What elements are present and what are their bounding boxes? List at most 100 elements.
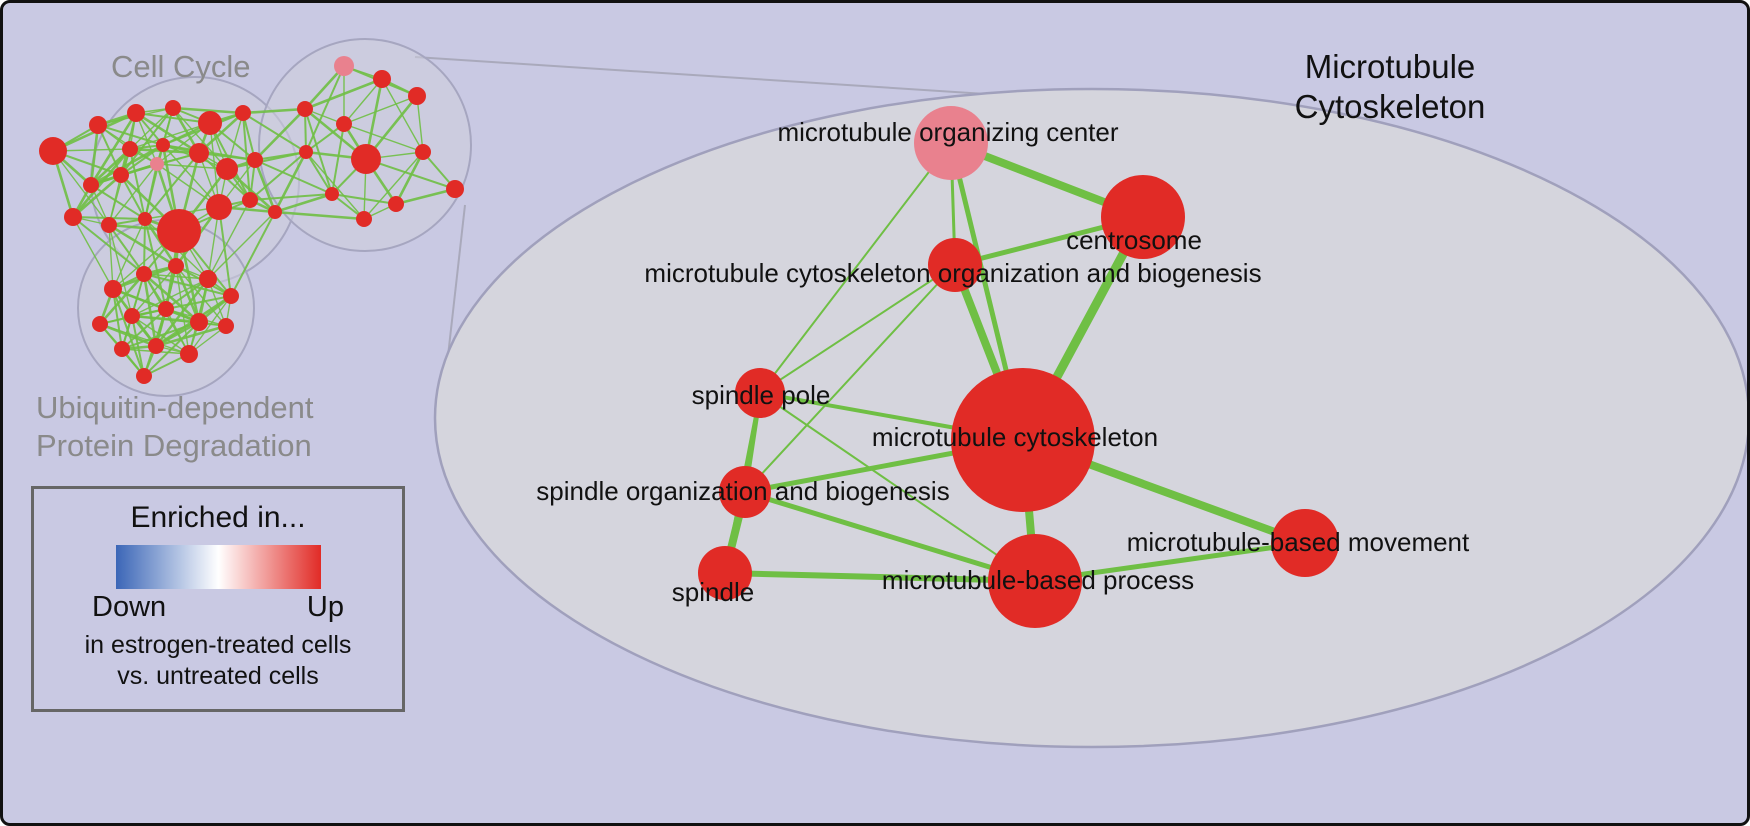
overview-node[interactable]	[325, 187, 339, 201]
overview-edge	[242, 112, 256, 161]
overview-node[interactable]	[158, 301, 174, 317]
overview-edge	[156, 163, 228, 170]
overview-node[interactable]	[446, 180, 464, 198]
overview-node[interactable]	[39, 137, 67, 165]
overview-edge	[207, 199, 251, 280]
overview-node[interactable]	[124, 308, 140, 324]
node-spindle[interactable]	[698, 546, 752, 600]
zoom-ellipse	[433, 87, 1747, 749]
overview-node[interactable]	[168, 258, 184, 274]
overview-edge	[242, 107, 306, 115]
overview-edge	[395, 187, 456, 206]
overview-edge	[416, 95, 424, 153]
zoom-edge	[744, 264, 956, 493]
overview-node[interactable]	[351, 144, 381, 174]
overview-node[interactable]	[150, 157, 164, 171]
overview-edge	[143, 321, 200, 377]
node-microtubule-organizing-center[interactable]	[914, 106, 988, 180]
overview-node[interactable]	[297, 101, 313, 117]
overview-node[interactable]	[198, 111, 222, 135]
overview-edge	[394, 151, 425, 205]
node-microtubule-based-process[interactable]	[988, 534, 1082, 628]
overview-edge	[108, 224, 114, 290]
overview-node[interactable]	[235, 105, 251, 121]
node-microtubule-cytoskeleton-organization-and-biogenesis[interactable]	[928, 238, 982, 292]
overview-node[interactable]	[334, 56, 354, 76]
overview-edge	[90, 143, 164, 187]
overview-node[interactable]	[336, 116, 352, 132]
overview-edge	[172, 106, 244, 115]
overview-node[interactable]	[114, 341, 130, 357]
node-centrosome[interactable]	[1101, 175, 1185, 259]
overview-node[interactable]	[122, 141, 138, 157]
overview-node[interactable]	[189, 143, 209, 163]
legend-caption: in estrogen-treated cells vs. untreated …	[84, 631, 352, 690]
overview-node[interactable]	[138, 212, 152, 226]
overview-edge	[99, 273, 145, 325]
node-microtubule-based-movement[interactable]	[1271, 509, 1339, 577]
overview-edge	[97, 124, 122, 176]
overview-node[interactable]	[83, 177, 99, 193]
overview-edge	[165, 295, 232, 310]
overview-edge	[89, 124, 100, 186]
overview-edge	[90, 184, 146, 220]
node-spindle-organization-and-biogenesis[interactable]	[719, 466, 771, 518]
overview-node[interactable]	[101, 217, 117, 233]
overview-node[interactable]	[247, 152, 263, 168]
overview-edge	[363, 151, 424, 220]
overview-edge	[343, 78, 383, 125]
zoom-edge	[742, 489, 1038, 584]
overview-edge	[143, 273, 200, 323]
overview-node[interactable]	[156, 138, 170, 152]
overview-node[interactable]	[180, 345, 198, 363]
overview-edge	[135, 112, 211, 124]
overview-node[interactable]	[136, 368, 152, 384]
overview-edge	[331, 123, 345, 195]
overview-node[interactable]	[113, 167, 129, 183]
overview-node[interactable]	[218, 318, 234, 334]
overview-edge	[304, 77, 383, 111]
overview-node[interactable]	[148, 338, 164, 354]
node-spindle-pole[interactable]	[735, 368, 785, 418]
zoom-edge	[759, 142, 952, 394]
overview-node[interactable]	[104, 280, 122, 298]
overview-node[interactable]	[415, 144, 431, 160]
overview-node[interactable]	[408, 87, 426, 105]
overview-node[interactable]	[157, 209, 201, 253]
overview-node[interactable]	[216, 158, 238, 180]
overview-node[interactable]	[136, 266, 152, 282]
overview-node[interactable]	[64, 208, 82, 226]
overview-node[interactable]	[199, 270, 217, 288]
overview-edge	[108, 224, 133, 317]
overview-edge	[143, 273, 232, 297]
legend-title: Enriched in...	[130, 501, 306, 534]
overview-node[interactable]	[92, 316, 108, 332]
overview-node[interactable]	[356, 211, 372, 227]
overview-node[interactable]	[190, 313, 208, 331]
overview-edge	[121, 308, 167, 350]
overview-edge	[112, 218, 146, 290]
overview-edge	[175, 265, 227, 327]
overview-edge	[120, 174, 146, 220]
overview-edge	[72, 216, 114, 290]
overview-node[interactable]	[268, 205, 282, 219]
overview-edge	[144, 218, 167, 310]
overview-node[interactable]	[206, 194, 232, 220]
overview-node[interactable]	[242, 192, 258, 208]
overview-node[interactable]	[299, 145, 313, 159]
overview-node[interactable]	[89, 116, 107, 134]
overview-edge	[155, 324, 227, 348]
zoom-edge	[759, 264, 956, 394]
overview-edge	[52, 150, 110, 226]
overview-edge	[305, 151, 365, 220]
overview-node[interactable]	[223, 288, 239, 304]
overview-edge	[242, 112, 307, 153]
node-microtubule-cytoskeleton[interactable]	[951, 368, 1095, 512]
overview-edge	[274, 210, 365, 221]
overview-edge	[108, 224, 145, 275]
overview-node[interactable]	[373, 70, 391, 88]
overview-node[interactable]	[127, 104, 145, 122]
overview-edge	[249, 151, 307, 201]
overview-node[interactable]	[388, 196, 404, 212]
overview-node[interactable]	[165, 100, 181, 116]
